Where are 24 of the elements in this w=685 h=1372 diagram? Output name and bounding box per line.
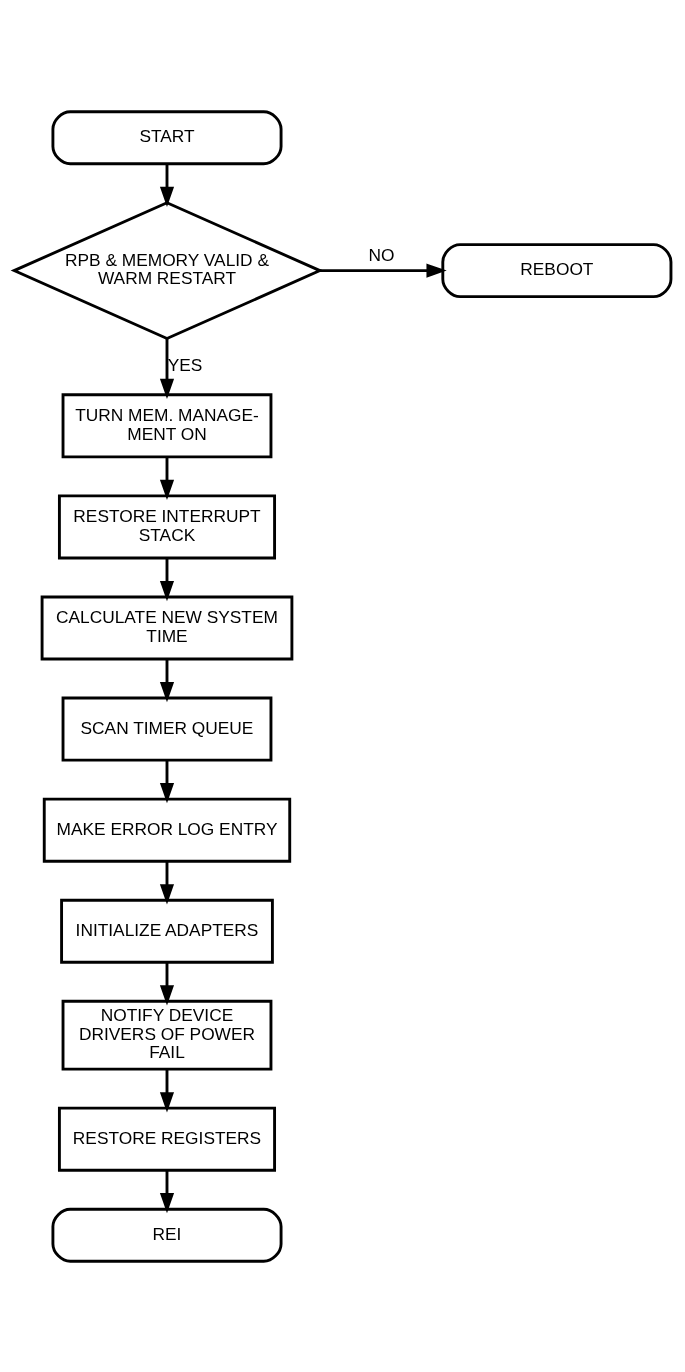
arrow: [159, 557, 175, 601]
arrow: [319, 263, 447, 278]
node-box: MAKE ERROR LOG ENTRY: [42, 797, 292, 863]
node-box: TURN MEM. MANAGE- MENT ON: [61, 392, 273, 458]
edge-label: YES: [167, 354, 203, 375]
arrow: [159, 1170, 175, 1213]
node-box: RESTORE INTERRUPT STACK: [57, 493, 276, 559]
arrow: [159, 760, 175, 803]
node-box: NOTIFY DEVICE DRIVERS OF POWER FAIL: [61, 999, 273, 1071]
arrow: [159, 861, 175, 904]
node-box: SCAN TIMER QUEUE: [61, 696, 273, 762]
arrow: [159, 658, 175, 702]
node-box: INITIALIZE ADAPTERS: [60, 898, 274, 964]
node-box: REBOOT: [441, 242, 673, 298]
arrow: [159, 962, 175, 1005]
node-box: CALCULATE NEW SYSTEM TIME: [40, 595, 294, 660]
edge-label: NO: [368, 244, 395, 265]
node-box: REI: [51, 1207, 283, 1263]
node-box: RESTORE REGISTERS: [57, 1106, 276, 1172]
arrow: [159, 456, 175, 500]
arrow: [159, 163, 175, 207]
arrow: [159, 338, 175, 399]
node-box: START: [51, 109, 283, 165]
arrow: [159, 1068, 175, 1112]
